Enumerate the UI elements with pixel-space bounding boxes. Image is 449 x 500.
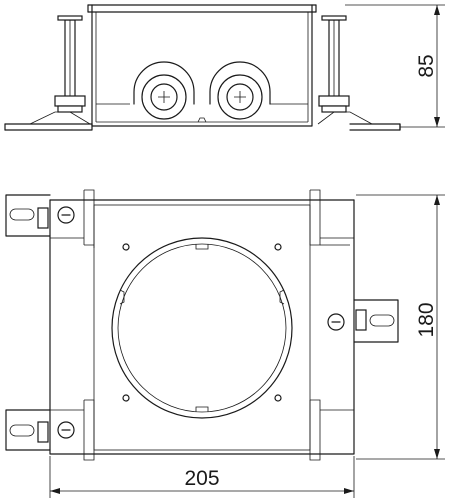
slot-icon <box>9 424 35 437</box>
slot-icon <box>369 314 395 327</box>
side-view: 85 <box>4 4 445 131</box>
top-view: 180 205 <box>5 189 445 498</box>
arrow-head <box>50 488 60 494</box>
slot-icon <box>9 208 35 221</box>
arrow-head <box>344 488 354 494</box>
base-plate <box>49 199 355 455</box>
screw-icon <box>57 206 75 224</box>
knockout-right <box>209 61 271 120</box>
bracket-bottom-left <box>5 409 75 451</box>
width-label: 205 <box>184 467 219 490</box>
mounting-hole <box>122 243 130 251</box>
mounting-hole <box>274 243 282 251</box>
bracket-top-left <box>5 194 75 237</box>
mounting-hole <box>274 394 282 402</box>
arrow-head <box>434 117 440 127</box>
depth-label: 180 <box>415 302 438 337</box>
levelling-screw-right <box>318 15 350 113</box>
screw-icon <box>57 421 75 439</box>
right-flange <box>349 123 401 131</box>
height-label: 85 <box>415 54 438 77</box>
box-body <box>91 4 313 127</box>
knockout-left <box>133 61 195 120</box>
bracket-right <box>327 299 399 343</box>
screw-cross-icon <box>158 91 170 103</box>
center-opening <box>111 237 293 419</box>
arrow-head <box>434 5 440 15</box>
left-flange <box>4 123 93 131</box>
levelling-screw-left <box>54 15 86 113</box>
screw-cross-icon <box>234 91 246 103</box>
arrow-head <box>434 449 440 459</box>
arrow-head <box>434 195 440 205</box>
mounting-hole <box>122 394 130 402</box>
screw-icon <box>327 313 345 331</box>
